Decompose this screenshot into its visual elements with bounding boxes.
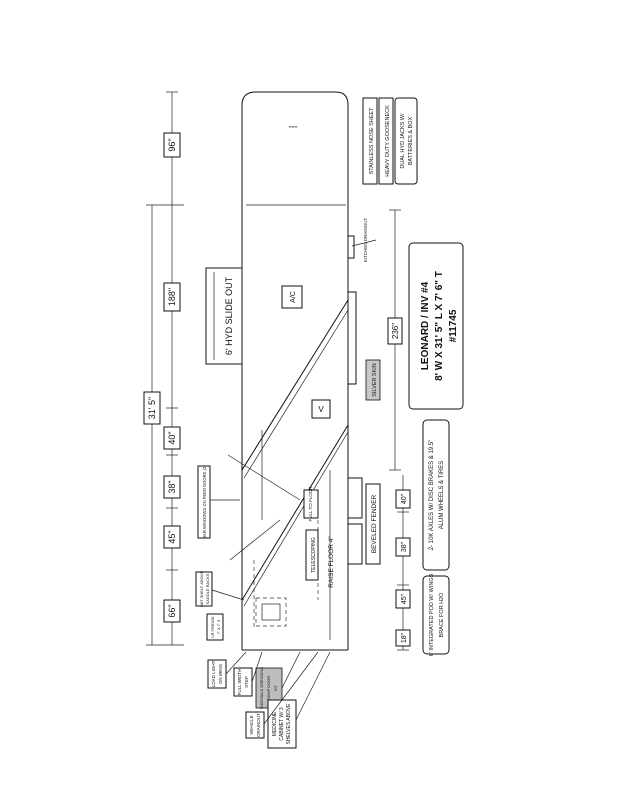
svg-text:FULL WIDTH: FULL WIDTH [237,669,242,696]
telescoping-label: TELESCOPING [305,529,319,581]
svg-text:STAINLESS NOSE SHEET: STAINLESS NOSE SHEET [369,107,375,174]
kitchen-drainout-label: KITCHEN DRAINOUT [363,218,368,263]
svg-text:HAT SHELF ABOVE: HAT SHELF ABOVE [199,571,204,608]
svg-text:BRACE FOR H2O: BRACE FOR H2O [439,592,445,638]
svg-text:BEVELED FENDER: BEVELED FENDER [371,494,378,553]
nose-feature-box-2: HEAVY DUTY GOOSENECK [378,97,394,185]
rear-cabinet [255,597,287,627]
svg-text:V: V [318,405,324,414]
svg-text:▪▪▪▪▪▪: ▪▪▪▪▪▪ [289,124,298,129]
svg-text:LR FRIDGE: LR FRIDGE [210,616,215,638]
side-window [347,291,357,385]
title-line-1: LEONARD / INV #4 [420,281,431,370]
slide-out: 6' HYD SLIDE OUT [205,267,243,365]
svg-text:6' HYD SLIDE OUT: 6' HYD SLIDE OUT [224,276,234,355]
svg-text:MEDICINE: MEDICINE [272,711,278,736]
svg-text:CABINET W/ 3: CABINET W/ 3 [279,707,285,740]
full-to-floor-label: FULL TO FLOOR [303,486,319,522]
svg-text:ON WING: ON WING [218,663,223,684]
dimension-line-right: 236" 40" 38" 45" 18" [387,209,411,651]
svg-text:KIT: KIT [273,684,278,691]
vehicle-drainout-label: VEHICLE DRAINOUT [245,711,265,739]
svg-text:45": 45" [401,593,408,604]
leader-lines [210,239,377,725]
svg-text:DUAL HYD JACKS W/: DUAL HYD JACKS W/ [400,113,406,169]
svg-text:STEP: STEP [244,676,249,688]
svg-text:ALUM WHEELS & TIRES: ALUM WHEELS & TIRES [439,461,445,530]
svg-text:45": 45" [167,530,177,543]
medicine-cabinet-label: MEDICINE CABINET W/ 3 SHELVES ABOVE [267,699,297,749]
svg-text:DRAINOUT: DRAINOUT [256,713,261,737]
svg-text:18": 18" [401,632,408,643]
full-width-step-label: FULL WIDTH STEP [233,667,253,697]
svg-text:31' 5": 31' 5" [147,397,157,419]
svg-text:BAR WINDOWS ON FEED DOORS (3): BAR WINDOWS ON FEED DOORS (3) [202,465,207,539]
svg-text:BATTERIES & BOX: BATTERIES & BOX [408,116,414,165]
dim-label-96: 96" [163,132,181,158]
svg-text:SHELVES ABOVE: SHELVES ABOVE [286,703,292,745]
svg-text:RAMP DOOR: RAMP DOOR [266,676,271,701]
title-block: LEONARD / INV #4 8' W X 31' 5" L X 7' 6"… [408,242,464,410]
svg-text:FULL TO FLOOR: FULL TO FLOOR [308,486,313,522]
dim-label-188: 188" [163,282,181,312]
svg-text:38": 38" [401,541,408,552]
svg-text:VEHICLE: VEHICLE [249,715,254,734]
svg-text:HEAVY DUTY GOOSENECK: HEAVY DUTY GOOSENECK [385,105,391,177]
svg-text:LOAD LIGHT: LOAD LIGHT [211,660,216,687]
title-line-2: 8' W X 31' 5" L X 7' 6" T [434,271,445,381]
axles-info-box: 2- 10K AXLES W/ DISC BRAKES & 19.5" ALUM… [422,419,450,571]
nose-feature-box-1: STAINLESS NOSE SHEET [362,97,378,185]
lr-fridge-label: LR FRIDGE 7' X 7' 3 [206,613,224,641]
bar-windows-label: BAR WINDOWS ON FEED DOORS (3) [197,465,211,539]
dimension-line-left [146,91,184,646]
dim-label-38: 38" [163,475,181,499]
dim-label-66: 66" [163,599,181,623]
svg-text:SADDLE RACKS: SADDLE RACKS [205,573,210,604]
load-light-label: LOAD LIGHT ON WING [207,659,227,689]
rear-cabinet-inner [261,603,281,621]
raise-floor-label: RAISE FLOOR 4" [328,536,335,588]
svg-text:2- 10K AXLES W/ DISC BRAKES &: 2- 10K AXLES W/ DISC BRAKES & 19.5" [429,440,435,551]
silver-skin-badge: SILVER SKIN [365,359,381,401]
dim-label-total: 31' 5" [143,391,161,425]
nose-feature-box-3: DUAL HYD JACKS W/ BATTERIES & BOX [394,97,418,185]
kitchen-window [347,235,355,259]
beveled-fender: BEVELED FENDER [347,477,381,565]
svg-text:6' INTEGRATED POD W/ WINGS: 6' INTEGRATED POD W/ WINGS [429,573,435,656]
svg-text:236": 236" [391,323,400,339]
svg-text:TELESCOPING: TELESCOPING [311,537,317,573]
svg-text:7' X 7' 3: 7' X 7' 3 [216,619,221,634]
title-line-3: #11745 [448,309,459,342]
vent-box: V [311,399,331,419]
dim-label-40: 40" [163,426,181,450]
svg-text:38": 38" [167,480,177,493]
svg-text:40": 40" [401,493,408,504]
pod-info-box: 6' INTEGRATED POD W/ WINGS BRACE FOR H2O [422,573,450,656]
svg-text:40": 40" [167,431,177,444]
svg-text:66": 66" [167,604,177,617]
ac-unit: A/C [281,285,303,309]
svg-text:SIDEWALK DRESSING: SIDEWALK DRESSING [259,667,264,710]
hat-shelf-label: HAT SHELF ABOVE SADDLE RACKS [195,571,213,608]
svg-text:A/C: A/C [290,291,297,303]
svg-text:96": 96" [167,138,177,151]
dim-label-45: 45" [163,525,181,549]
svg-text:188": 188" [167,288,177,306]
svg-text:SILVER SKIN: SILVER SKIN [372,363,378,397]
